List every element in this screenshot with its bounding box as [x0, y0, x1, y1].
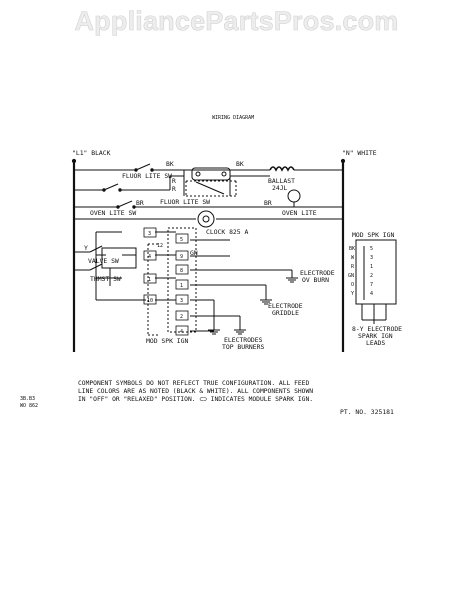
n-white-label: "N" WHITE: [342, 149, 377, 157]
module-pin: 9: [180, 254, 183, 260]
wire-color-bk: BK: [166, 160, 174, 168]
part-number: PT. NO. 325181: [340, 408, 394, 416]
wire-color-bk: BK: [236, 160, 244, 168]
mod-spk-ign-label: MOD SPK IGN: [352, 231, 395, 239]
electrode-ov-burn-label: ELECTRODE: [300, 269, 335, 277]
connector-pin: 7: [370, 282, 373, 288]
valve-sw-label: VALVE SW: [88, 257, 119, 265]
oven-lite-sw-label: OVEN LITE SW: [90, 209, 137, 217]
switch-pin: 4: [148, 254, 151, 260]
module-pin: 2: [180, 314, 183, 320]
oven-lite-bulb: [287, 189, 301, 203]
diagram-title: WIRING DIAGRAM: [212, 115, 255, 121]
ballast-coil: [269, 166, 295, 172]
mod-spk-ign-outline: [167, 227, 197, 333]
clock-motor: [197, 210, 215, 228]
wire-color-br: BR: [264, 199, 272, 207]
spark-leads-label: 8-Y ELECTRODE: [352, 325, 403, 333]
connector-lead: Y: [351, 291, 354, 297]
ballast-code: 24JL: [272, 184, 288, 192]
module-pin: 5: [180, 237, 183, 243]
connector-lead: R: [351, 264, 355, 270]
note-line: LINE COLORS ARE AS NOTED (BLACK & WHITE)…: [78, 388, 314, 395]
spark-leads-label: SPARK IGN: [358, 332, 393, 340]
clock-label: CLOCK 825 A: [206, 228, 249, 236]
wire-color-r: R: [172, 185, 176, 193]
side-note: WO 862: [20, 403, 39, 409]
connector-block: [355, 239, 397, 305]
valve-thmst-box: [101, 247, 137, 269]
electrode-ov-burn-label: OV BURN: [302, 276, 329, 284]
module-pin: 8: [180, 268, 183, 274]
electrodes-top-label: TOP BURNERS: [222, 343, 265, 351]
ground-symbols: [208, 277, 298, 335]
connector-pin: 5: [370, 246, 373, 252]
wire-color-y: Y: [84, 244, 88, 252]
connector-pin: 4: [370, 291, 373, 297]
switch-pin: 3: [148, 231, 151, 237]
note-line: IN "OFF" OR "RELAXED" POSITION. ⊂⊃ INDIC…: [78, 396, 314, 403]
ballast-label: BALLAST: [268, 177, 295, 185]
gn-label: GN: [190, 249, 198, 257]
l1-black-label: "L1" BLACK: [72, 149, 111, 157]
wire-color-r: R: [172, 177, 176, 185]
thmst-sw-label: THMST SW: [90, 275, 121, 283]
connector-pin: 2: [370, 273, 373, 279]
fluor-lite-sw-label: FLUOR LITE SW: [160, 198, 211, 206]
connector-lead: W: [351, 255, 355, 261]
watermark: AppliancePartsPros.com: [74, 6, 399, 37]
electrode-griddle-label: ELECTRODE: [268, 302, 303, 310]
connector-pin: 1: [370, 264, 373, 270]
connector-lead: GN: [348, 273, 354, 279]
note-line: COMPONENT SYMBOLS DO NOT REFLECT TRUE CO…: [78, 380, 310, 387]
electrode-griddle-label: GRIDDLE: [272, 309, 299, 317]
side-note: 3B.B3: [20, 396, 36, 402]
fluor-lite-sw-label: FLUOR LITE SW: [122, 172, 173, 180]
electrodes-top-label: ELECTRODES: [224, 336, 263, 344]
module-pin: 1: [180, 283, 183, 289]
switch-pin: 1: [148, 277, 151, 283]
fluorescent-tube: [191, 167, 231, 181]
switch-pin: 10: [147, 298, 153, 304]
switch-pin: 12: [157, 243, 163, 249]
wire-color-br: BR: [136, 199, 144, 207]
connector-lead: BK: [349, 246, 355, 252]
mod-spk-ign-label: MOD SPK IGN: [146, 337, 189, 345]
module-pin: 3: [180, 298, 183, 304]
spark-leads-label: LEADS: [366, 339, 386, 347]
connector-pin: 3: [370, 255, 373, 261]
module-pin: 4: [180, 329, 183, 335]
oven-lite-label: OVEN LITE: [282, 209, 317, 217]
connector-lead: O: [351, 282, 354, 288]
module-pins: [175, 233, 189, 336]
